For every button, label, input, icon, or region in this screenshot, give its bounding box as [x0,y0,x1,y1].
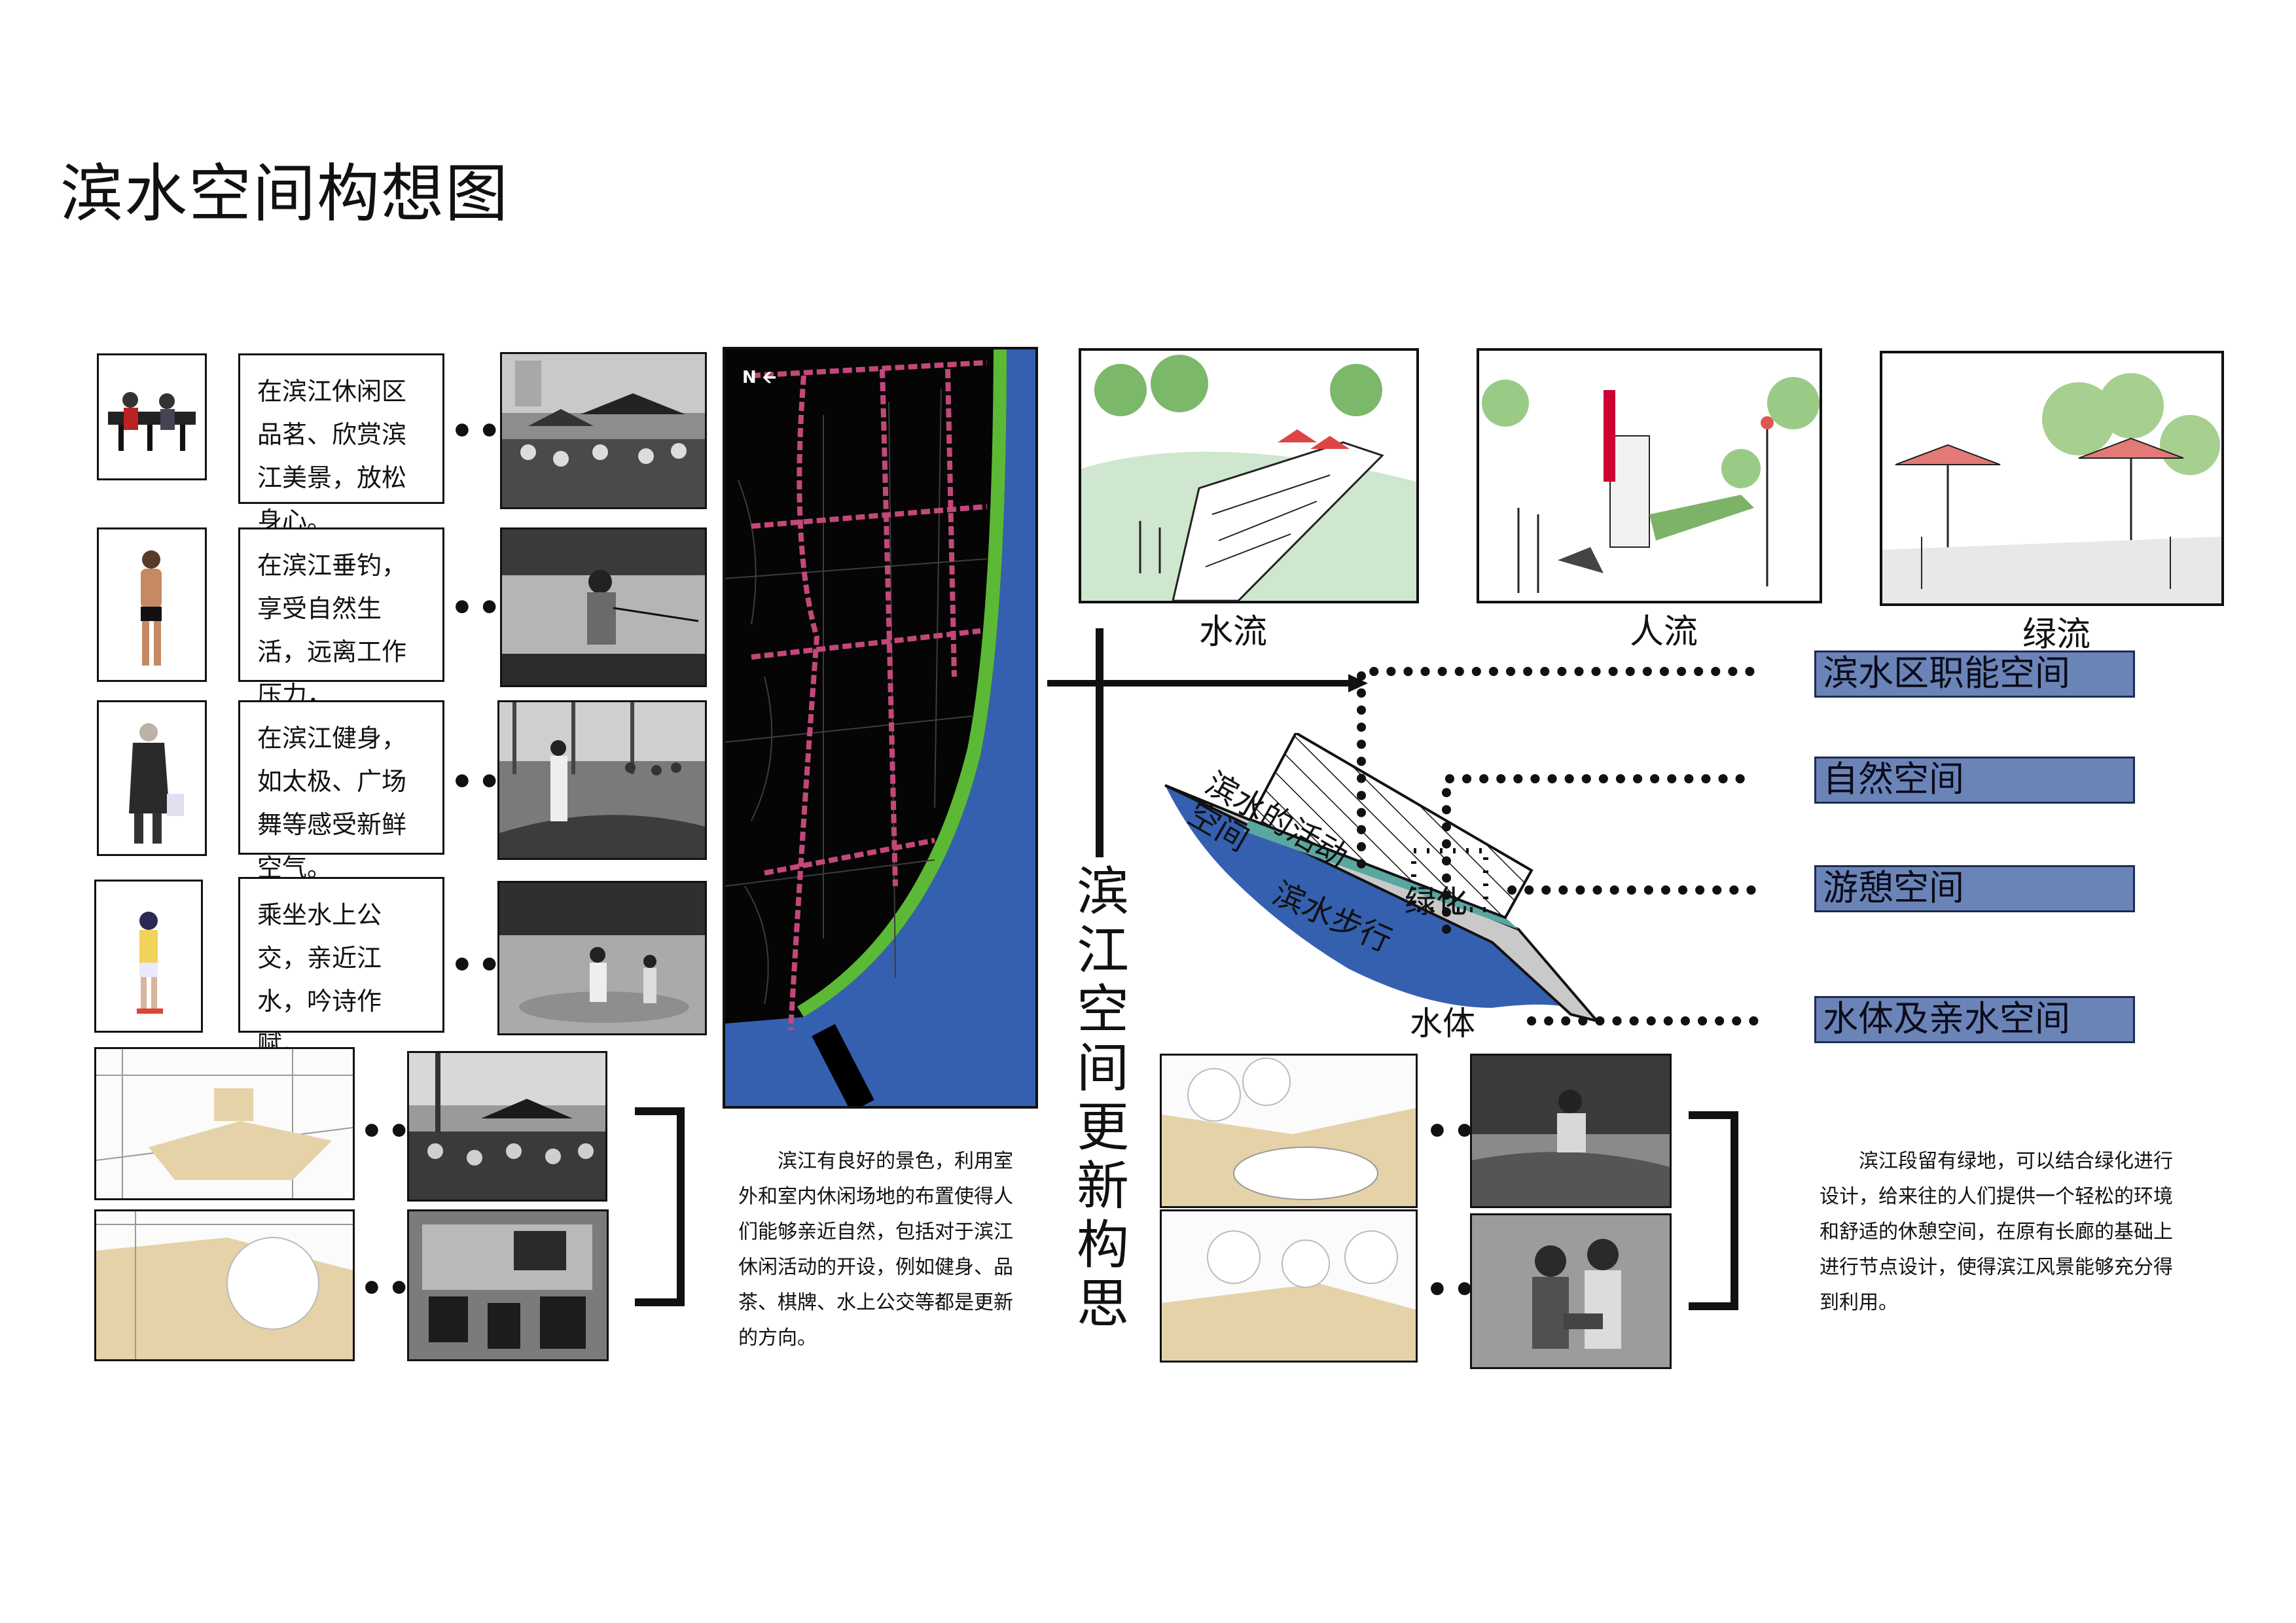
space-box-leisure: 游憩空间 [1814,865,2135,912]
leader-dots [1357,667,1759,1026]
photo-cafe-crowd [407,1051,607,1202]
rendering-plaza-2 [94,1209,355,1361]
photo-fishing [500,527,707,687]
elderly-man-icon [97,700,207,856]
rendering-plaza-1 [94,1047,355,1200]
space-box-water: 水体及亲水空间 [1814,996,2135,1043]
riverbank-section [1164,733,1601,1024]
flow-label-green: 绿流 [2022,615,2091,654]
photo-child-stream [1470,1054,1672,1208]
photo-taichi [497,700,707,860]
activity-text-4: 乘坐水上公交，亲近江水，吟诗作赋。 [238,877,444,1059]
photo-cafe-umbrellas [500,352,707,509]
bracket-right [1689,1111,1738,1310]
paragraph-right: 滨江段留有绿地，可以结合绿化进行设计，给来往的人们提供一个轻松的环境和舒适的休憩… [1820,1150,2173,1314]
space-box-function: 滨水区职能空间 [1814,651,2135,698]
rendering-riverside-2 [1160,1209,1418,1363]
child-icon [94,880,203,1033]
flow-label-water: 水流 [1199,613,1268,652]
bracket-left [635,1107,685,1306]
standing-man-icon [97,527,207,682]
sketch-green-flow [1880,351,2224,606]
activity-text-1: 在滨江休闲区品茗、欣赏滨江美景，放松身心。 [238,353,444,535]
section-label-water: 水体 [1410,1005,1475,1043]
north-label: N [742,368,757,387]
photo-cafe-interior [407,1209,609,1361]
photo-reading-couple [1470,1213,1672,1369]
rendering-riverside-1 [1160,1054,1418,1208]
city-map: N 🡨 [723,347,1038,1109]
people-seated-icon [97,353,207,480]
sketch-people-flow [1477,348,1822,603]
sketch-water-flow [1079,348,1419,603]
space-box-natural: 自然空间 [1814,757,2135,804]
north-arrow-icon: N 🡨 [742,368,776,387]
vertical-caption: 滨江空间更新构思 [1077,861,1129,1334]
connector-lines [1047,628,1368,857]
section-label-green: 绿化 [1405,883,1468,920]
photo-waterplay [497,881,707,1035]
activity-text-3: 在滨江健身，如太极、广场舞等感受新鲜空气。 [238,700,444,882]
page-title: 滨水空间构想图 [60,157,509,230]
flow-label-people: 人流 [1630,613,1698,652]
activity-text-2: 在滨江垂钓，享受自然生活，远离工作压力， [238,527,444,709]
paragraph-left: 滨江有良好的景色，利用室外和室内休闲场地的布置使得人们能够亲近自然，包括对于滨江… [738,1150,1013,1349]
